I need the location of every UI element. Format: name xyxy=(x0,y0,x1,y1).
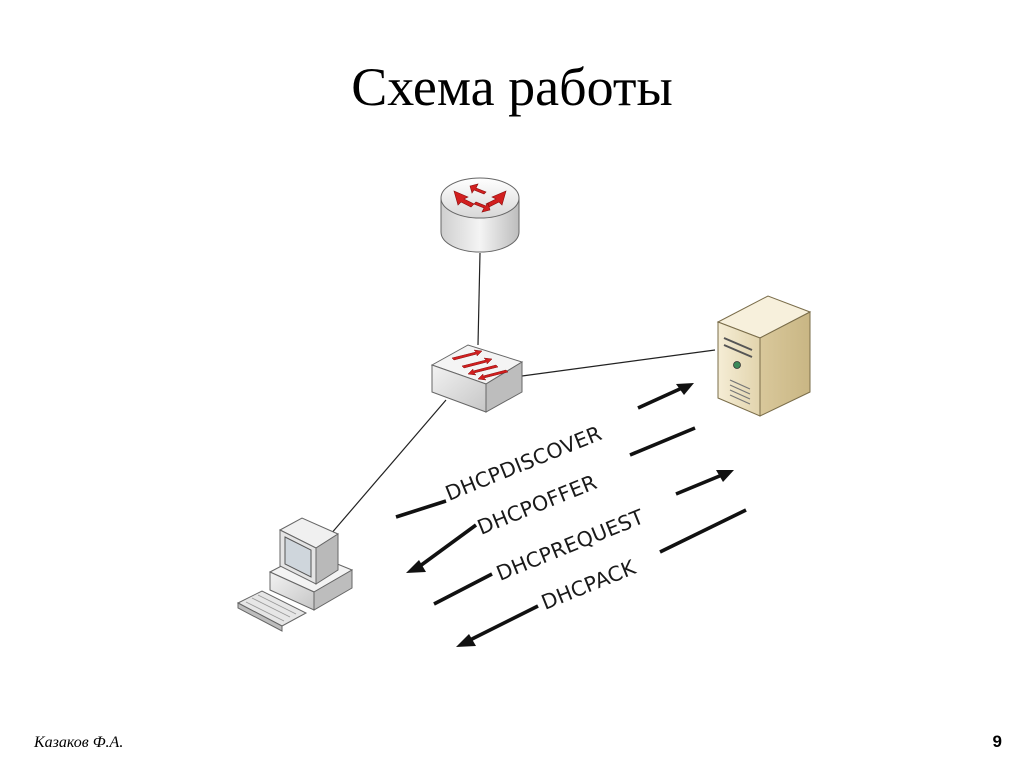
server-icon xyxy=(718,296,810,416)
switch-icon xyxy=(432,345,522,412)
link-switch-server xyxy=(522,350,715,376)
connection-lines xyxy=(330,253,715,535)
workstation-icon xyxy=(238,518,352,631)
link-switch-client xyxy=(330,400,446,535)
link-router-switch xyxy=(478,253,480,345)
router-icon xyxy=(441,178,519,252)
footer-author: Казаков Ф.А. xyxy=(34,734,123,752)
page-number: 9 xyxy=(993,732,1002,752)
message-arrows xyxy=(396,383,746,647)
